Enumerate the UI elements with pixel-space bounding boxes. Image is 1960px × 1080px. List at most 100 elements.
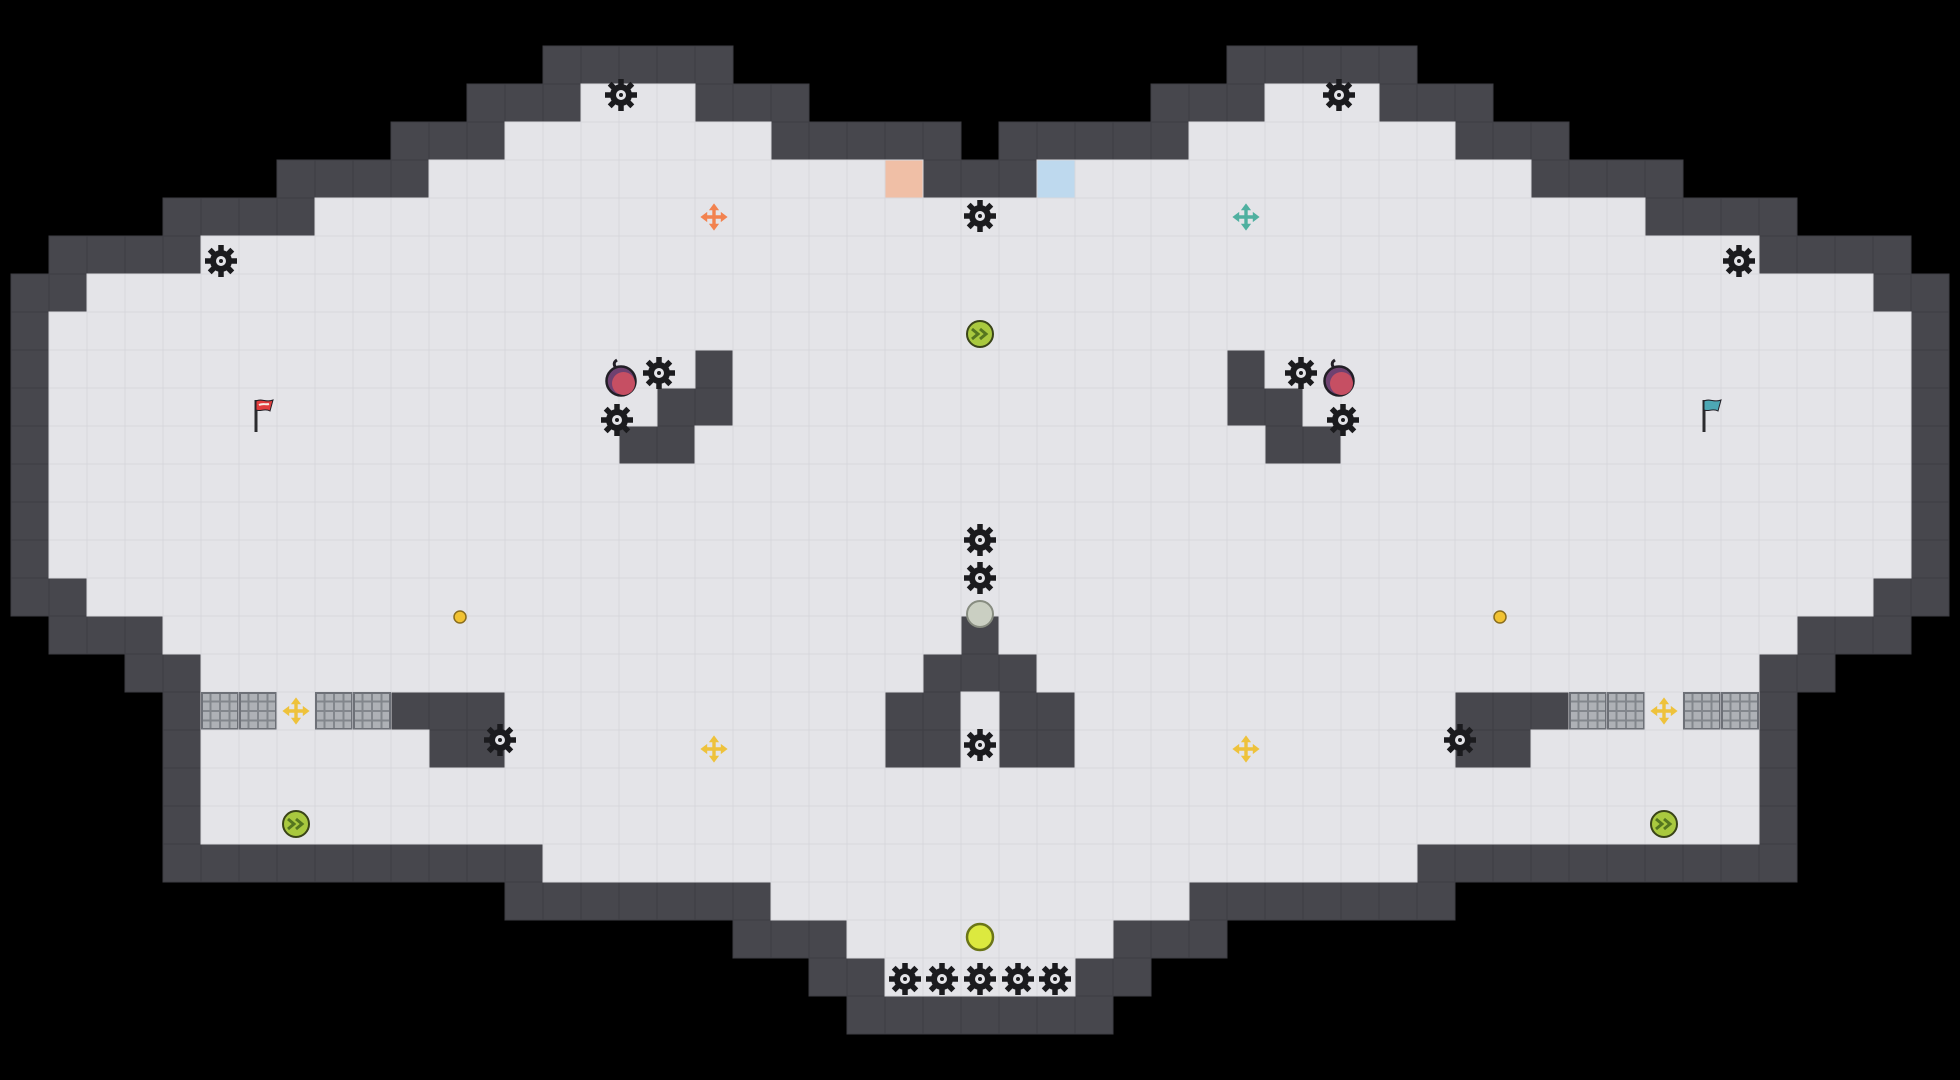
wall-tile xyxy=(694,83,734,123)
floor-tile xyxy=(1378,843,1418,883)
floor-tile xyxy=(390,463,430,503)
floor-tile xyxy=(732,273,772,313)
floor-tile xyxy=(1226,691,1266,731)
floor-tile xyxy=(1150,691,1190,731)
floor-tile xyxy=(86,387,126,427)
floor-tile xyxy=(770,653,810,693)
floor-tile xyxy=(846,159,886,199)
wall-tile xyxy=(124,653,164,693)
wall-tile xyxy=(1264,387,1304,427)
wall-tile xyxy=(770,121,810,161)
blue-flag-icon xyxy=(1702,399,1722,432)
floor-tile xyxy=(656,653,696,693)
floor-tile xyxy=(1416,311,1456,351)
floor-tile xyxy=(1112,387,1152,427)
wall-tile xyxy=(1910,577,1950,617)
floor-tile xyxy=(998,349,1038,389)
floor-tile xyxy=(314,273,354,313)
floor-tile xyxy=(808,805,848,845)
gear-hub xyxy=(1016,977,1020,981)
wall-tile xyxy=(1226,349,1266,389)
wall-tile xyxy=(922,995,962,1035)
floor-tile xyxy=(1644,349,1684,389)
floor-tile xyxy=(200,311,240,351)
floor-tile xyxy=(1302,463,1342,503)
floor-tile xyxy=(314,501,354,541)
floor-tile xyxy=(1872,387,1912,427)
floor-tile xyxy=(1074,881,1114,921)
floor-tile xyxy=(770,349,810,389)
floor-tile xyxy=(808,197,848,237)
floor-tile xyxy=(770,539,810,579)
floor-tile xyxy=(1264,463,1304,503)
floor-tile xyxy=(922,881,962,921)
floor-tile xyxy=(1454,805,1494,845)
wall-tile xyxy=(200,843,240,883)
wall-tile xyxy=(1682,197,1722,237)
floor-tile xyxy=(200,387,240,427)
floor-tile xyxy=(1302,273,1342,313)
floor-tile xyxy=(732,729,772,769)
floor-tile xyxy=(390,197,430,237)
floor-tile xyxy=(1226,615,1266,655)
floor-tile xyxy=(1188,615,1228,655)
floor-tile xyxy=(1606,767,1646,807)
floor-tile xyxy=(922,919,962,959)
floor-tile xyxy=(1492,463,1532,503)
floor-tile xyxy=(1454,577,1494,617)
floor-tile xyxy=(162,463,202,503)
floor-tile xyxy=(846,387,886,427)
floor-tile xyxy=(732,463,772,503)
floor-tile xyxy=(998,843,1038,883)
floor-tile xyxy=(1606,349,1646,389)
floor-tile xyxy=(276,767,316,807)
floor-tile xyxy=(1606,501,1646,541)
floor-tile xyxy=(1340,463,1380,503)
floor-tile xyxy=(580,577,620,617)
floor-tile xyxy=(124,273,164,313)
wall-tile xyxy=(10,349,50,389)
floor-tile xyxy=(1720,729,1760,769)
floor-tile xyxy=(1758,501,1798,541)
wall-tile xyxy=(694,45,734,85)
floor-tile xyxy=(1340,539,1380,579)
gear-hub xyxy=(1053,977,1057,981)
powerup-yellow-icon xyxy=(282,697,310,725)
floor-tile xyxy=(1758,615,1798,655)
floor-tile xyxy=(390,349,430,389)
floor-tile xyxy=(1302,615,1342,655)
floor-tile xyxy=(580,501,620,541)
wall-tile xyxy=(162,805,202,845)
floor-tile xyxy=(1378,577,1418,617)
gear-hub xyxy=(619,93,623,97)
wall-tile xyxy=(694,881,734,921)
floor-tile xyxy=(1644,615,1684,655)
floor-tile xyxy=(1074,615,1114,655)
powerup-yellow-icon xyxy=(700,735,728,763)
floor-tile xyxy=(694,805,734,845)
wall-tile xyxy=(1606,843,1646,883)
floor-tile xyxy=(466,615,506,655)
floor-tile xyxy=(504,425,544,465)
blue-team-tile xyxy=(1036,159,1076,199)
wall-tile xyxy=(48,577,88,617)
floor-tile xyxy=(656,539,696,579)
floor-tile xyxy=(1150,881,1190,921)
floor-tile xyxy=(1796,311,1836,351)
floor-tile xyxy=(998,311,1038,351)
floor-tile xyxy=(618,463,658,503)
floor-tile xyxy=(1074,729,1114,769)
floor-tile xyxy=(1302,653,1342,693)
floor-tile xyxy=(808,425,848,465)
floor-tile xyxy=(428,273,468,313)
floor-tile xyxy=(846,729,886,769)
wall-tile xyxy=(504,83,544,123)
wall-tile xyxy=(1150,919,1190,959)
floor-tile xyxy=(466,653,506,693)
floor-tile xyxy=(314,463,354,503)
floor-tile xyxy=(1834,463,1874,503)
floor-tile xyxy=(86,425,126,465)
floor-tile xyxy=(808,843,848,883)
floor-layer xyxy=(48,83,1912,997)
